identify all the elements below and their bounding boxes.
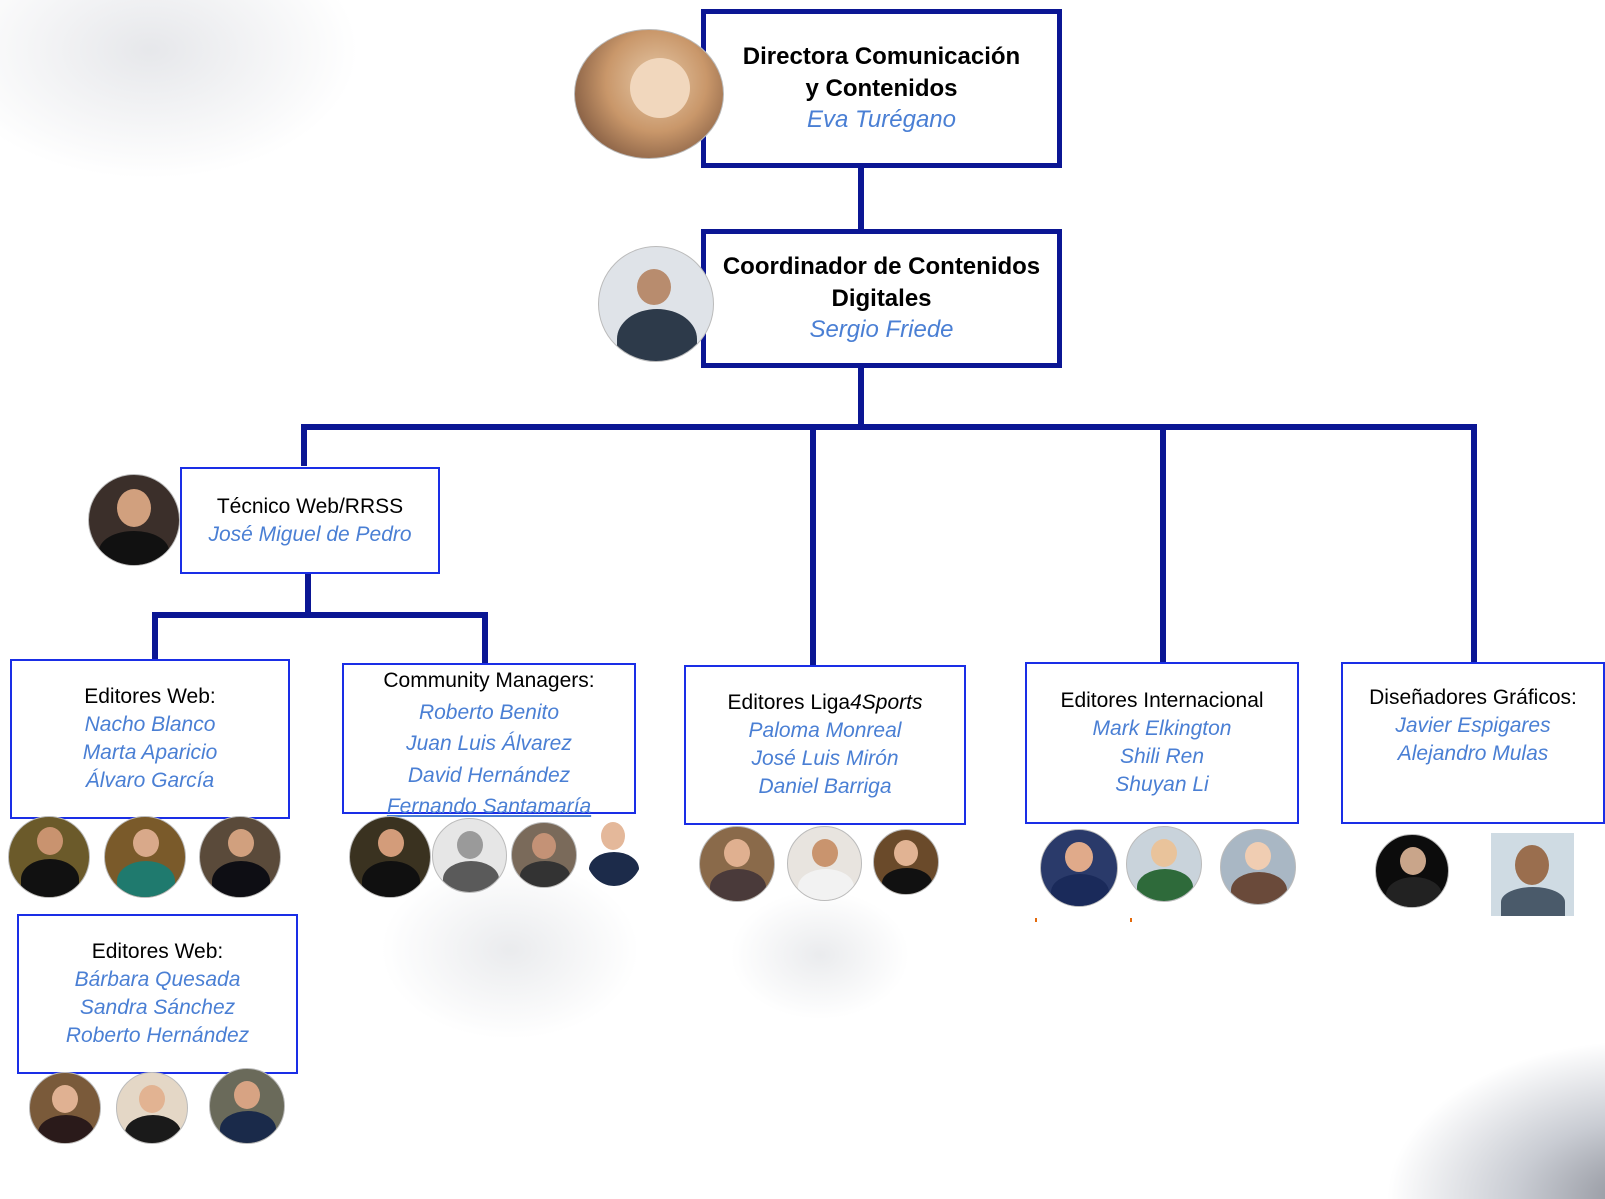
avatar-photo [598, 246, 714, 362]
node-title: Editores Internacional [1060, 689, 1264, 713]
background-corner-swoosh [1385, 1039, 1605, 1199]
node-title: Coordinador de Contenidos [722, 252, 1041, 280]
avatar-photo [88, 474, 180, 566]
node-title: Diseñadores Gráficos: [1369, 686, 1577, 709]
connector [858, 162, 864, 230]
avatar-photo [8, 816, 90, 898]
person-name: Shili Ren [1119, 745, 1205, 768]
person-name: Alejandro Mulas [1397, 741, 1549, 765]
avatar-photo [432, 818, 507, 893]
avatar-photo [787, 826, 862, 901]
editores-web-2-node: Editores Web: Bárbara Quesada Sandra Sán… [17, 914, 298, 1074]
internacional-node: Editores Internacional Mark Elkington Sh… [1025, 662, 1299, 824]
liga4sports-node: Editores Liga4Sports Paloma Monreal José… [684, 665, 966, 825]
avatar-photo [585, 818, 643, 886]
node-title: Técnico Web/RRSS [216, 494, 404, 518]
person-name: Álvaro García [85, 768, 215, 792]
avatar-photo [873, 829, 939, 895]
connector [301, 424, 307, 466]
connector [152, 612, 488, 618]
avatar-photo [209, 1068, 285, 1144]
person-name: José Luis Mirón [751, 747, 899, 770]
person-name: Nacho Blanco [84, 713, 216, 737]
person-name: Javier Espigares [1395, 713, 1551, 737]
avatar-photo [699, 826, 775, 902]
avatar-photo [116, 1072, 188, 1144]
person-name: David Hernández [407, 763, 571, 787]
avatar-photo [511, 822, 577, 888]
node-title-suffix: 4Sports [850, 691, 923, 715]
decoration-tick [1035, 918, 1037, 922]
avatar-photo [104, 816, 186, 898]
avatar-photo [574, 29, 724, 159]
node-title-prefix: Editores Liga [727, 691, 851, 715]
avatar-photo [1375, 834, 1449, 908]
background-shade [730, 890, 910, 1020]
person-name: Eva Turégano [807, 106, 956, 134]
person-name: Sergio Friede [809, 316, 954, 344]
person-name: Juan Luis Álvarez [406, 732, 572, 755]
avatar-photo [29, 1072, 101, 1144]
community-managers-node: Community Managers: Roberto Benito Juan … [342, 663, 636, 818]
person-name: Daniel Barriga [758, 774, 892, 798]
connector [810, 424, 816, 665]
connector [858, 362, 864, 428]
avatar-photo [199, 816, 281, 898]
person-name: José Miguel de Pedro [208, 522, 412, 546]
person-name: Bárbara Quesada [74, 968, 241, 992]
person-name: Mark Elkington [1092, 717, 1232, 741]
connector [1471, 424, 1477, 664]
person-name: Sandra Sánchez [79, 996, 236, 1019]
node-title: y Contenidos [805, 74, 958, 102]
person-name: Paloma Monreal [748, 719, 902, 743]
node-title: Editores Web: [91, 940, 224, 964]
editores-web-node: Editores Web: Nacho Blanco Marta Aparici… [10, 659, 290, 819]
connector [152, 612, 158, 660]
avatar-photo [1126, 826, 1202, 902]
avatar-photo [1220, 829, 1296, 905]
node-title: Editores Liga4Sports [690, 689, 960, 717]
person-name: Shuyan Li [1115, 772, 1209, 796]
decoration-tick [1130, 918, 1132, 922]
disenadores-node: Diseñadores Gráficos: Javier Espigares A… [1341, 662, 1605, 824]
coordinator-node: Coordinador de Contenidos Digitales Serg… [701, 229, 1062, 368]
node-title: Directora Comunicación [742, 42, 1021, 70]
tecnico-node: Técnico Web/RRSS José Miguel de Pedro [180, 467, 440, 574]
person-name: Roberto Benito [418, 700, 560, 724]
node-title: Community Managers: [383, 669, 595, 692]
connector [305, 573, 311, 615]
avatar-photo [1491, 833, 1574, 916]
connector [482, 612, 488, 664]
connector [301, 424, 1477, 430]
avatar-photo [349, 816, 431, 898]
node-title: Digitales [831, 284, 932, 312]
person-name: Roberto Hernández [65, 1023, 250, 1047]
person-name: Marta Aparicio [82, 741, 218, 764]
connector [1160, 424, 1166, 664]
background-shade [0, 0, 360, 180]
node-title: Editores Web: [84, 685, 216, 709]
person-name: Fernando Santamaría [386, 795, 592, 818]
director-node: Directora Comunicación y Contenidos Eva … [701, 9, 1062, 168]
avatar-photo [1040, 829, 1118, 907]
